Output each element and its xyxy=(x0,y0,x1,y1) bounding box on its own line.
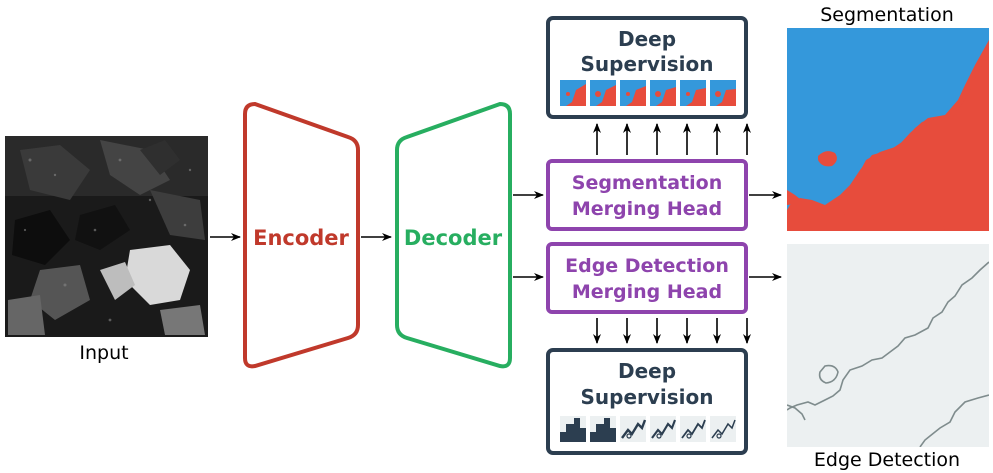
edge-merging-head xyxy=(546,242,748,314)
segmentation-thumbnail xyxy=(680,80,706,106)
input-label: Input xyxy=(79,342,128,364)
edge-thumbnail xyxy=(680,416,706,442)
deep-sup-top-label-line1: Deep xyxy=(618,27,676,51)
deep-sup-bottom-label-line1: Deep xyxy=(618,359,676,383)
segmentation-thumbnail xyxy=(620,80,646,106)
decoder-block xyxy=(395,101,512,369)
segmentation-thumbnail xyxy=(560,80,586,106)
edge-thumbnail xyxy=(590,416,616,442)
arrows-to-bottom-supervision xyxy=(593,318,751,344)
encoder-label: Encoder xyxy=(253,226,349,250)
segmentation-thumbnail xyxy=(590,80,616,106)
deep-supervision-bottom xyxy=(546,348,748,455)
edge-head-label-line2: Merging Head xyxy=(572,281,722,303)
edge-thumbnail xyxy=(620,416,647,442)
encoder-block xyxy=(243,101,360,369)
edge-thumbnail xyxy=(650,416,676,442)
deep-supervision-top xyxy=(546,16,748,119)
seg-head-label-line1: Segmentation xyxy=(572,172,722,194)
segmentation-thumbnail xyxy=(650,80,676,106)
deep-sup-bottom-label-line2: Supervision xyxy=(580,385,713,409)
seg-head-label-line2: Merging Head xyxy=(572,198,722,220)
segmentation-output-label: Segmentation xyxy=(820,4,954,26)
edge-head-label-line1: Edge Detection xyxy=(565,255,729,277)
arrows-to-top-supervision xyxy=(593,123,751,155)
input-image xyxy=(5,136,208,337)
decoder-label: Decoder xyxy=(404,226,503,250)
segmentation-output-image xyxy=(787,28,989,231)
deep-supervision-top-thumbnails xyxy=(560,80,736,106)
segmentation-thumbnail xyxy=(710,80,736,106)
deep-sup-top-label-line2: Supervision xyxy=(580,52,713,76)
edge-thumbnail xyxy=(560,416,586,442)
edge-output-image xyxy=(787,244,989,447)
deep-supervision-bottom-thumbnails xyxy=(560,416,736,442)
edge-thumbnail xyxy=(710,416,736,442)
segmentation-merging-head xyxy=(546,159,748,231)
edge-output-label: Edge Detection xyxy=(814,449,960,471)
